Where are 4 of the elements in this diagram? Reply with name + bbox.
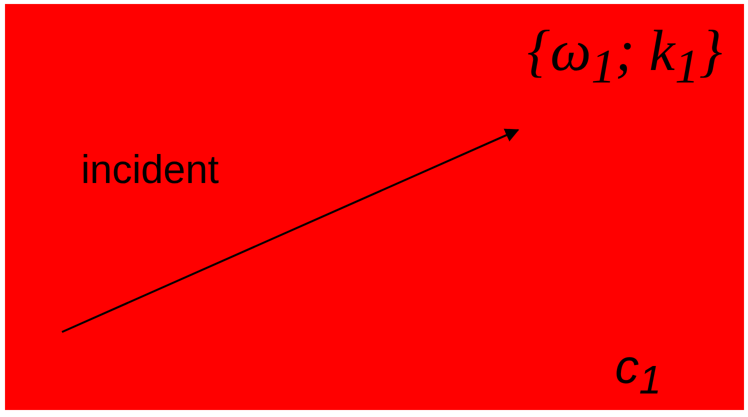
wave-label: incident [81,150,219,190]
medium-label: c$_{1}$ [615,344,662,401]
wave-parameters-label: {ω$_{1}$; k$_{1}$} [527,22,722,92]
medium-region [5,4,744,410]
